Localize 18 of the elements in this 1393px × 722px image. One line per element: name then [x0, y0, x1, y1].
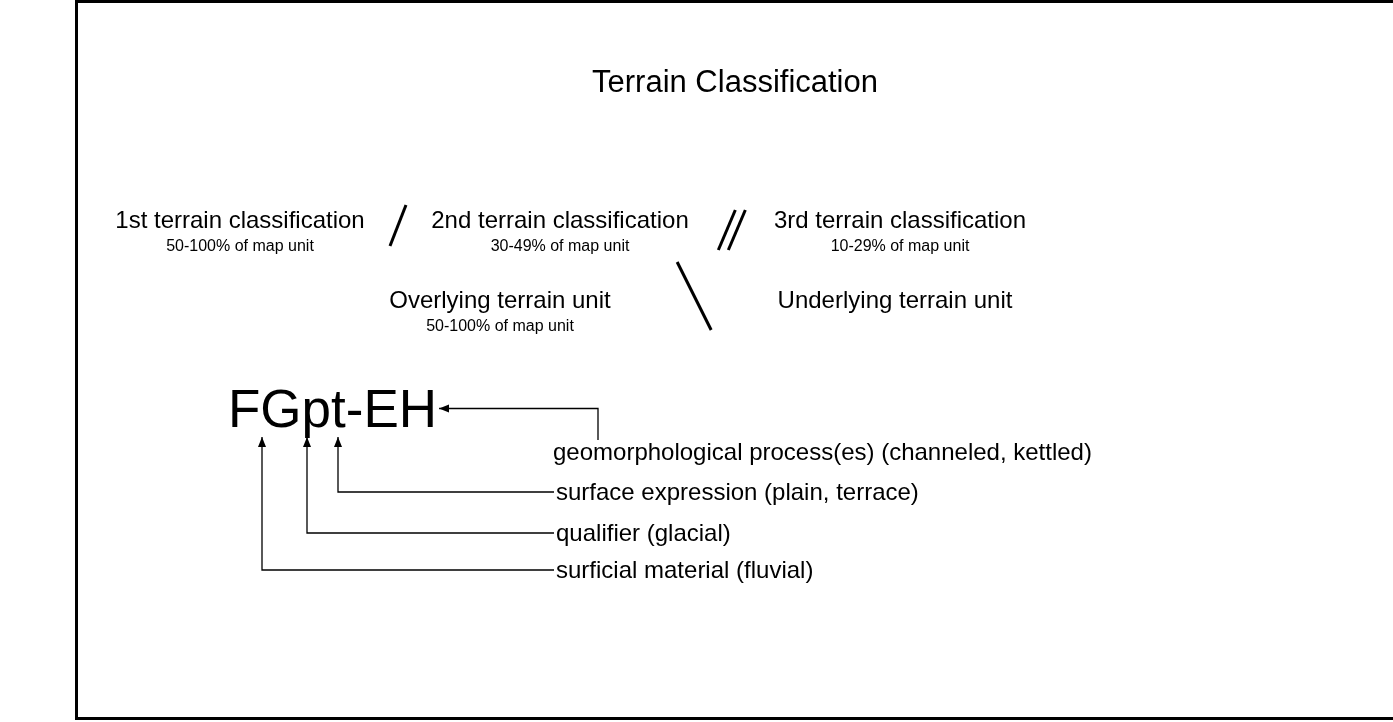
classification-label: 3rd terrain classification	[773, 208, 1027, 232]
percentage-note: 50-100% of map unit	[426, 318, 574, 334]
unit-label: Underlying terrain unit	[777, 288, 1013, 312]
percentage-note: 10-29% of map unit	[830, 238, 970, 254]
leader-text: surficial material (fluvial)	[556, 558, 814, 582]
leader-arrow	[303, 436, 555, 534]
percentage-note: 50-100% of map unit	[166, 238, 314, 254]
leader-text: qualifier (glacial)	[556, 521, 731, 545]
percentage-note: 30-49% of map unit	[490, 238, 630, 254]
classification-label: 2nd terrain classification	[431, 208, 689, 232]
classification-label: 1st terrain classification	[115, 208, 365, 232]
leader-arrow	[258, 436, 555, 571]
leader-text: geomorphological process(es) (channeled, kettled)	[553, 440, 1092, 464]
unit-label: Overlying terrain unit	[389, 288, 611, 312]
diagram-title: Terrain Classification	[592, 66, 878, 97]
leader-text: surface expression (plain, terrace)	[556, 480, 919, 504]
leader-arrow	[438, 404, 599, 441]
leader-arrow	[334, 436, 555, 493]
